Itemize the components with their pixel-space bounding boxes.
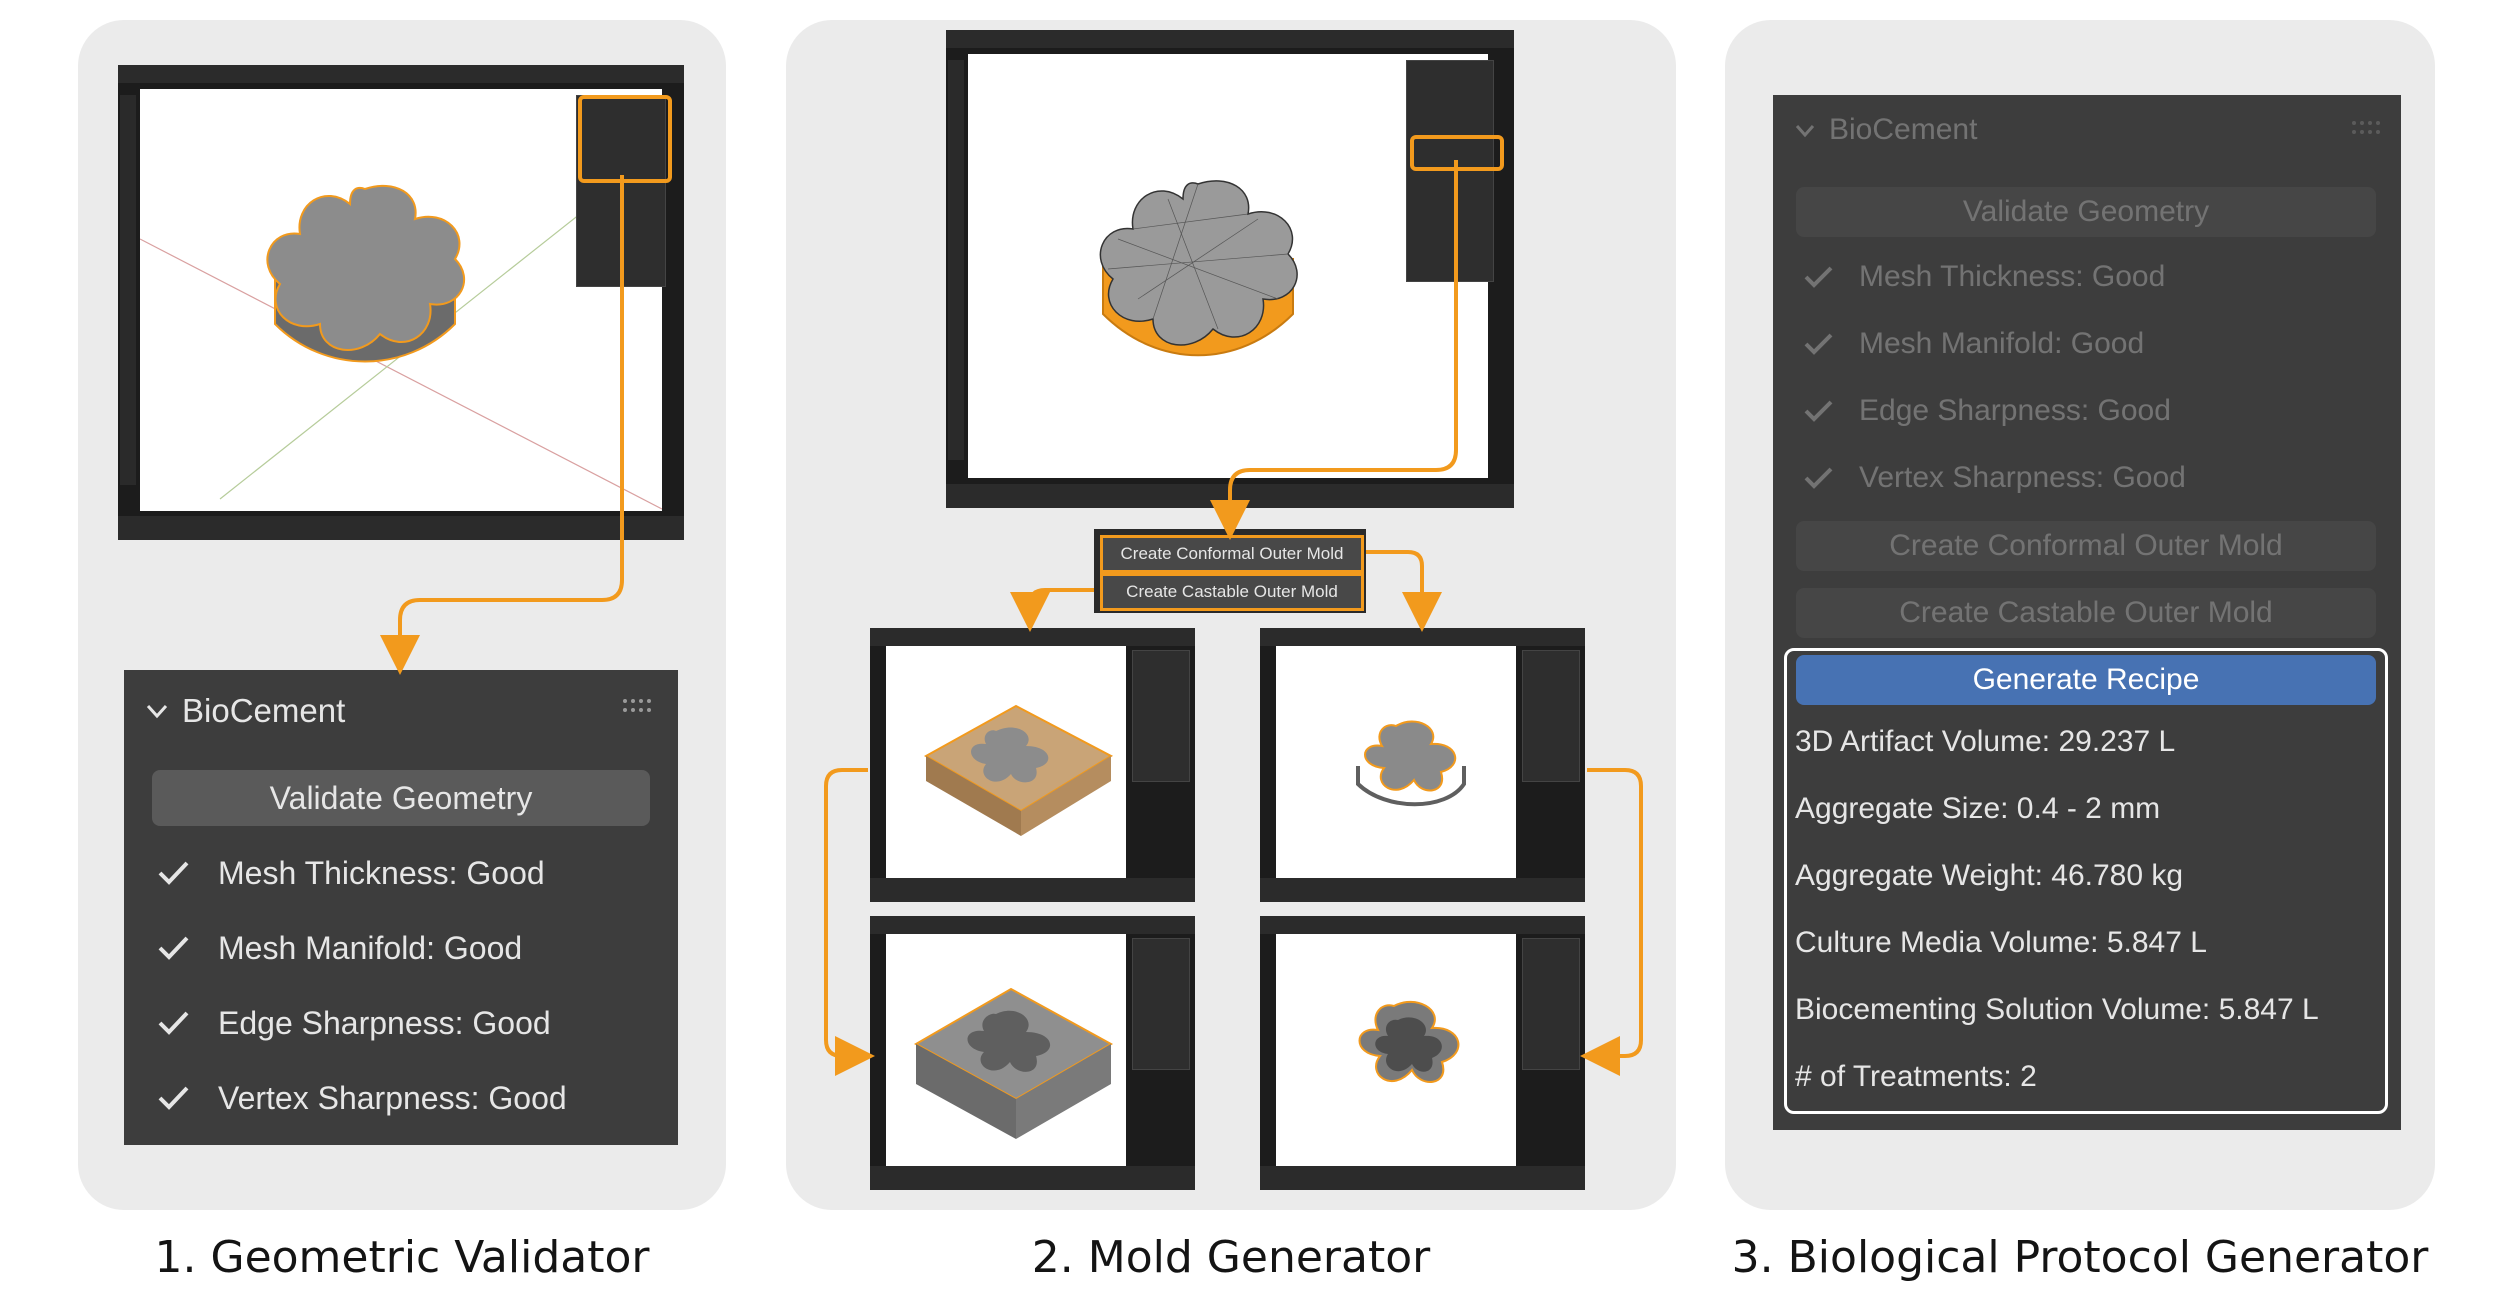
drag-handle-icon[interactable] — [2351, 119, 2385, 139]
check-label: Vertex Sharpness: Good — [1859, 461, 2186, 494]
panel-header[interactable]: BioCement — [1793, 107, 1977, 153]
panel-title: BioCement — [182, 692, 346, 729]
result-culture-media-volume: Culture Media Volume: 5.847 L — [1795, 926, 2207, 959]
arrow-icon — [1210, 160, 1458, 540]
result-artifact-volume: 3D Artifact Volume: 29.237 L — [1795, 725, 2176, 758]
blender-toolbar — [120, 95, 136, 485]
puzzle-shape — [266, 184, 466, 351]
conformal-mold-screenshot-top — [870, 628, 1195, 902]
blender-sidebar-panel — [1406, 60, 1494, 282]
arrow-icon — [1010, 588, 1094, 632]
blender-viewport — [139, 89, 663, 511]
validate-geometry-button[interactable]: Validate Geometry — [152, 770, 650, 826]
check-row-mesh-manifold: Mesh Manifold: Good — [1803, 322, 2144, 366]
create-castable-mold-button[interactable]: Create Castable Outer Mold — [1796, 588, 2376, 638]
result-treatments: # of Treatments: 2 — [1795, 1060, 2037, 1093]
checkmark-icon — [1804, 400, 1833, 422]
check-label: Mesh Thickness: Good — [1859, 260, 2166, 293]
check-label: Mesh Manifold: Good — [1859, 327, 2145, 360]
check-label: Edge Sharpness: Good — [218, 1004, 551, 1041]
generate-recipe-button[interactable]: Generate Recipe — [1796, 655, 2376, 705]
castable-mold-screenshot-bottom — [1260, 916, 1585, 1190]
blender-toolbar — [948, 60, 964, 460]
checkmark-icon — [158, 1011, 189, 1035]
checkmark-icon — [1804, 266, 1833, 288]
viewport-scene — [913, 987, 1114, 1139]
checkmark-icon — [158, 861, 189, 885]
validate-geometry-button[interactable]: Validate Geometry — [1796, 187, 2376, 237]
check-row-mesh-thickness: Mesh Thickness: Good — [1803, 255, 2165, 299]
result-biocementing-volume: Biocementing Solution Volume: 5.847 L — [1795, 993, 2319, 1026]
blender-header-bar — [118, 65, 684, 83]
check-label: Vertex Sharpness: Good — [218, 1079, 567, 1116]
caption-mold-generator: 2. Mold Generator — [1031, 1232, 1431, 1283]
drag-handle-icon[interactable] — [622, 697, 656, 717]
validator-panel-highlight — [578, 95, 672, 183]
check-row-edge-sharpness: Edge Sharpness: Good — [1803, 389, 2171, 433]
mold-blender-screenshot — [946, 30, 1514, 508]
caption-protocol-generator: 3. Biological Protocol Generator — [1731, 1232, 2429, 1283]
viewport-scene — [139, 148, 663, 510]
panel-title: BioCement — [1829, 113, 1978, 146]
conformal-mold-screenshot-bottom — [870, 916, 1195, 1190]
check-label: Mesh Thickness: Good — [218, 854, 545, 891]
validator-blender-screenshot — [118, 65, 684, 540]
arrow-icon — [1580, 768, 1643, 1076]
check-row-mesh-thickness: Mesh Thickness: Good — [156, 848, 545, 898]
arrow-icon — [824, 768, 875, 1076]
blender-timeline — [118, 516, 684, 540]
arrow-icon — [1366, 550, 1442, 632]
checkmark-icon — [1804, 467, 1833, 489]
arrow-icon — [380, 175, 624, 675]
protocol-biocement-panel: BioCement Validate Geometry Mesh Thickne… — [1773, 95, 2401, 1130]
castable-mold-screenshot-top — [1260, 628, 1585, 902]
viewport-scene — [1099, 180, 1298, 357]
viewport-scene — [1356, 720, 1466, 807]
result-aggregate-size: Aggregate Size: 0.4 - 2 mm — [1795, 792, 2161, 825]
viewport-scene — [923, 704, 1114, 836]
viewport-scene — [1358, 1000, 1460, 1083]
chevron-down-icon[interactable] — [144, 698, 170, 724]
check-row-mesh-manifold: Mesh Manifold: Good — [156, 923, 522, 973]
create-castable-mold-button[interactable]: Create Castable Outer Mold — [1100, 573, 1364, 611]
puzzle-shape-mesh — [1099, 180, 1298, 346]
create-conformal-mold-button[interactable]: Create Conformal Outer Mold — [1796, 521, 2376, 571]
checkmark-icon — [158, 1086, 189, 1110]
chevron-down-icon[interactable] — [1793, 118, 1817, 142]
check-row-vertex-sharpness: Vertex Sharpness: Good — [1803, 456, 2186, 500]
checkmark-icon — [1804, 333, 1833, 355]
result-aggregate-weight: Aggregate Weight: 46.780 kg — [1795, 859, 2184, 892]
caption-geometric-validator: 1. Geometric Validator — [154, 1232, 650, 1283]
check-row-edge-sharpness: Edge Sharpness: Good — [156, 998, 551, 1048]
recipe-highlight-box — [1784, 648, 2388, 1114]
check-label: Mesh Manifold: Good — [218, 929, 523, 966]
blender-viewport — [968, 54, 1488, 478]
validator-biocement-panel: BioCement Validate Geometry Mesh Thickne… — [124, 670, 678, 1145]
check-label: Edge Sharpness: Good — [1859, 394, 2171, 427]
panel-header[interactable]: BioCement — [144, 688, 345, 734]
blender-header-bar — [946, 30, 1514, 48]
check-row-vertex-sharpness: Vertex Sharpness: Good — [156, 1073, 567, 1123]
checkmark-icon — [158, 936, 189, 960]
